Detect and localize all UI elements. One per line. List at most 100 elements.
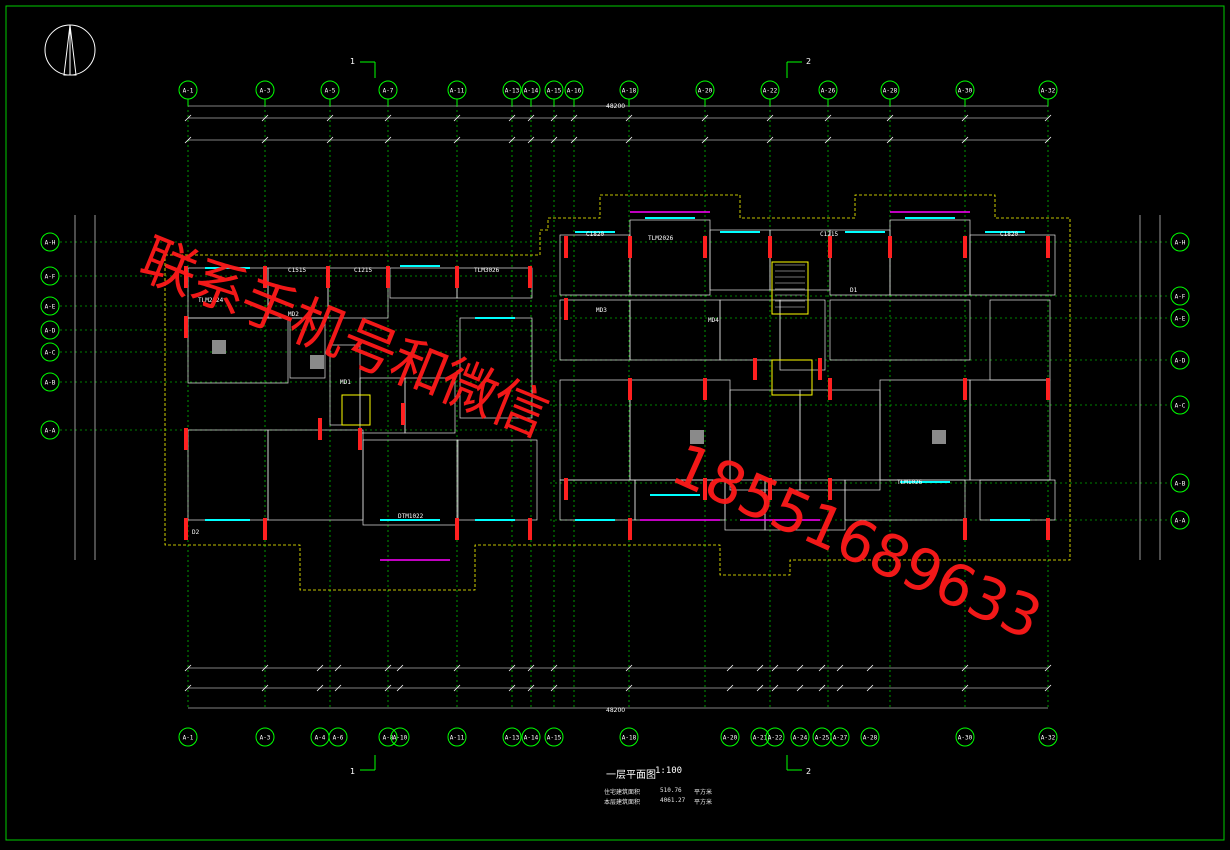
svg-text:A-28: A-28 bbox=[863, 735, 878, 742]
svg-text:A-H: A-H bbox=[1175, 240, 1186, 247]
axis-bubble-top: A-26 bbox=[818, 80, 838, 100]
svg-text:A-D: A-D bbox=[1175, 358, 1186, 365]
svg-text:A-3: A-3 bbox=[260, 88, 271, 95]
total-dimension-top: 48200 bbox=[606, 103, 625, 110]
room-tag: D2 bbox=[192, 529, 200, 536]
axis-bubble-top: A-22 bbox=[760, 80, 780, 100]
axis-bubble-right: A-B bbox=[1170, 473, 1190, 493]
walls bbox=[164, 194, 1071, 591]
axis-bubble-bottom: A-13 bbox=[502, 727, 522, 747]
axis-bubble-bottom: A-30 bbox=[955, 727, 975, 747]
room-tag: C1215 bbox=[820, 231, 838, 238]
axis-bubble-top: A-30 bbox=[955, 80, 975, 100]
axis-bubble-bottom: A-18 bbox=[619, 727, 639, 747]
room-tag: DTM1022 bbox=[398, 513, 424, 520]
area-label-1: 住宅建筑面积 bbox=[604, 789, 641, 796]
svg-text:A-3: A-3 bbox=[260, 735, 271, 742]
axis-bubble-bottom: A-22 bbox=[765, 727, 785, 747]
room-tag: C1820 bbox=[586, 231, 604, 238]
axis-bubble-top: A-28 bbox=[880, 80, 900, 100]
axis-bubble-left: A-H bbox=[40, 232, 60, 252]
axis-bubble-bottom: A-14 bbox=[521, 727, 541, 747]
svg-text:A-H: A-H bbox=[45, 240, 56, 247]
axis-bubble-bottom: A-28 bbox=[860, 727, 880, 747]
axis-bubble-top: A-11 bbox=[447, 80, 467, 100]
svg-text:A-18: A-18 bbox=[622, 88, 637, 95]
drawing-border bbox=[5, 5, 1225, 841]
axis-bubble-bottom: A-4 bbox=[310, 727, 330, 747]
section-mark-1-bottom: 1 bbox=[350, 767, 355, 776]
svg-text:A-22: A-22 bbox=[763, 88, 778, 95]
total-dimension-bottom: 48200 bbox=[606, 707, 625, 714]
svg-text:A-16: A-16 bbox=[567, 88, 582, 95]
axis-bubble-left: A-E bbox=[40, 296, 60, 316]
axis-bubble-bottom: A-6 bbox=[328, 727, 348, 747]
svg-text:A-13: A-13 bbox=[505, 735, 520, 742]
area-value-2: 4061.27 bbox=[660, 797, 686, 804]
section-mark-2-top: 2 bbox=[806, 57, 811, 66]
axis-bubble-bottom: A-24 bbox=[790, 727, 810, 747]
axis-bubble-bottom: A-32 bbox=[1038, 727, 1058, 747]
svg-text:A-A: A-A bbox=[1175, 518, 1186, 525]
svg-text:A-18: A-18 bbox=[622, 735, 637, 742]
svg-text:A-D: A-D bbox=[45, 328, 56, 335]
svg-text:A-11: A-11 bbox=[450, 88, 465, 95]
axis-bubble-bottom: A-21 bbox=[750, 727, 770, 747]
svg-text:A-28: A-28 bbox=[883, 88, 898, 95]
room-tag: MD2 bbox=[288, 311, 299, 318]
axis-bubble-right: A-D bbox=[1170, 350, 1190, 370]
svg-text:A-14: A-14 bbox=[524, 735, 539, 742]
north-arrow-icon bbox=[44, 24, 96, 76]
axis-grid bbox=[60, 100, 1170, 710]
axis-bubble-bottom: A-20 bbox=[720, 727, 740, 747]
svg-text:A-32: A-32 bbox=[1041, 735, 1056, 742]
axis-bubble-top: A-1 bbox=[178, 80, 198, 100]
svg-text:A-E: A-E bbox=[45, 304, 56, 311]
axis-bubble-right: A-A bbox=[1170, 510, 1190, 530]
svg-text:A-B: A-B bbox=[1175, 481, 1186, 488]
svg-text:A-7: A-7 bbox=[383, 88, 394, 95]
section-mark-2-bottom: 2 bbox=[806, 767, 811, 776]
room-tag: MD1 bbox=[340, 379, 351, 386]
svg-text:A-C: A-C bbox=[45, 350, 56, 357]
svg-text:A-8: A-8 bbox=[383, 735, 394, 742]
axis-bubble-right: A-C bbox=[1170, 395, 1190, 415]
room-tag: C1820 bbox=[1000, 231, 1018, 238]
svg-text:A-C: A-C bbox=[1175, 403, 1186, 410]
svg-text:A-25: A-25 bbox=[815, 735, 830, 742]
axis-bubble-right: A-H bbox=[1170, 232, 1190, 252]
svg-text:A-11: A-11 bbox=[450, 735, 465, 742]
svg-text:A-13: A-13 bbox=[505, 88, 520, 95]
axis-bubble-bottom: A-11 bbox=[447, 727, 467, 747]
room-tag: C1515 bbox=[288, 267, 306, 274]
axis-bubble-top: A-32 bbox=[1038, 80, 1058, 100]
svg-text:A-14: A-14 bbox=[524, 88, 539, 95]
axis-bubble-top: A-5 bbox=[320, 80, 340, 100]
axis-bubble-left: A-F bbox=[40, 266, 60, 286]
svg-text:A-F: A-F bbox=[45, 274, 56, 281]
area-label-2: 本层建筑面积 bbox=[604, 799, 641, 806]
axis-bubble-bottom: A-3 bbox=[255, 727, 275, 747]
svg-text:A-26: A-26 bbox=[821, 88, 836, 95]
axis-bubble-top: A-3 bbox=[255, 80, 275, 100]
axis-bubble-left: A-D bbox=[40, 320, 60, 340]
drawing-title: 一层平面图 bbox=[606, 770, 656, 781]
dimension-lines bbox=[74, 105, 1161, 709]
svg-text:A-27: A-27 bbox=[833, 735, 848, 742]
room-tag: D1 bbox=[850, 287, 858, 294]
svg-text:A-30: A-30 bbox=[958, 88, 973, 95]
room-tag: TLM3026 bbox=[474, 267, 500, 274]
svg-text:A-E: A-E bbox=[1175, 316, 1186, 323]
drawing-scale: 1:100 bbox=[655, 766, 683, 776]
svg-text:A-10: A-10 bbox=[393, 735, 408, 742]
axis-bubble-bottom: A-1 bbox=[178, 727, 198, 747]
axis-bubble-bottom: A-10 bbox=[390, 727, 410, 747]
axis-bubble-top: A-14 bbox=[521, 80, 541, 100]
axis-bubble-bottom: A-25 bbox=[812, 727, 832, 747]
area-value-1: 510.76 bbox=[660, 787, 682, 794]
axis-bubble-top: A-15 bbox=[544, 80, 564, 100]
svg-text:A-1: A-1 bbox=[183, 735, 194, 742]
